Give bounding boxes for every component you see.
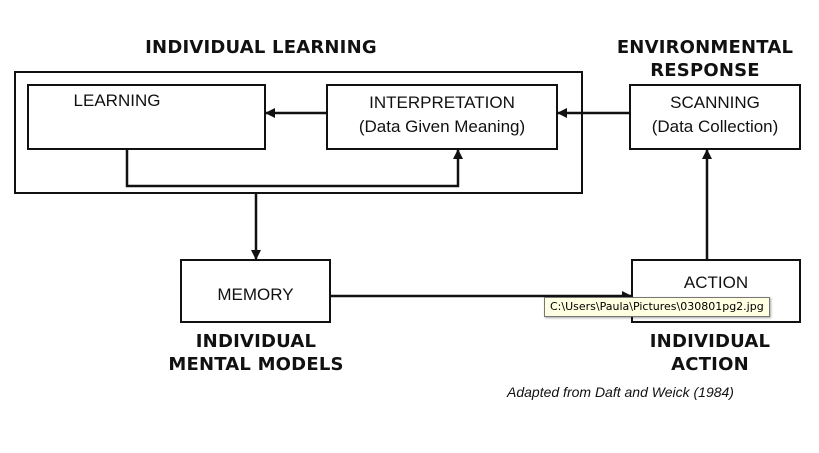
interpretation-sublabel: (Data Given Meaning): [358, 117, 526, 136]
heading-individual-learning: INDIVIDUAL LEARNING: [145, 37, 377, 58]
memory-box: [180, 259, 331, 323]
scanning-sublabel: (Data Collection): [651, 117, 779, 136]
individual-learning-frame: [14, 71, 583, 194]
heading-individual-mm: INDIVIDUAL: [195, 331, 317, 352]
source-credit: Adapted from Daft and Weick (1984): [507, 384, 734, 400]
interpretation-label: INTERPRETATION: [369, 93, 515, 112]
heading-individual-action: INDIVIDUAL: [649, 331, 771, 352]
heading-mental-models: MENTAL MODELS: [168, 354, 344, 375]
scanning-box: [629, 84, 801, 150]
learning-label: LEARNING: [73, 91, 161, 110]
arrow-learning-to-interpretation: [125, 149, 463, 188]
file-path-tooltip: C:\Users\Paula\Pictures\030801pg2.jpg: [544, 297, 770, 317]
heading-response: RESPONSE: [650, 60, 760, 81]
action-label: ACTION: [683, 273, 749, 292]
heading-environmental: ENVIRONMENTAL: [616, 37, 794, 58]
memory-label: MEMORY: [217, 285, 294, 304]
scanning-label: SCANNING: [670, 93, 760, 112]
action-box: [631, 259, 801, 323]
heading-action: ACTION: [671, 354, 749, 375]
